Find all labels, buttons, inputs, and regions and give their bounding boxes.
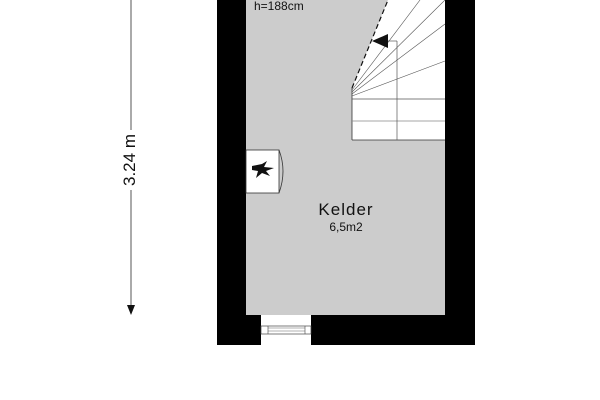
room-name: Kelder: [318, 200, 374, 219]
stairs: [351, 0, 446, 141]
arrowhead-icon: [127, 305, 135, 315]
stairs-height-label: h=188cm: [254, 0, 304, 13]
heater-icon: [245, 149, 284, 194]
stair-direction-arrow-icon: [372, 34, 388, 48]
dimension-label: 3.24 m: [120, 130, 140, 190]
room-area: 6,5m2: [329, 220, 363, 234]
window: [260, 315, 312, 345]
